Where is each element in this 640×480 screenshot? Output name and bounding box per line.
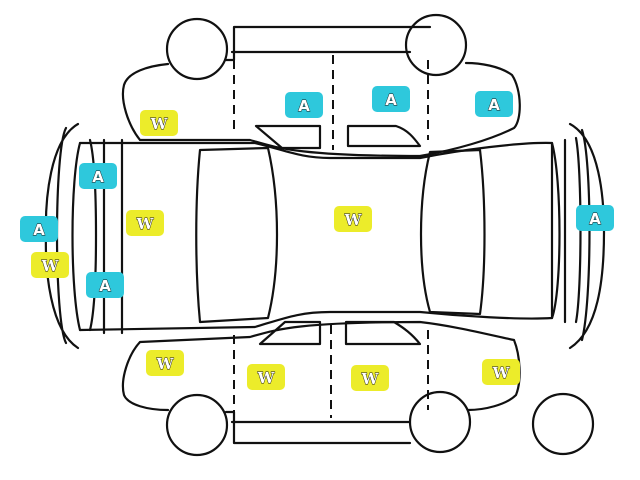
front-bumper-w-marker: W [31, 252, 69, 278]
marker-badge [140, 110, 178, 136]
marker-code: A [92, 168, 104, 186]
marker-code: W [150, 115, 169, 133]
marker-badge [146, 350, 184, 376]
front-bumper-a-marker: A [20, 216, 58, 242]
marker-badge [576, 205, 614, 231]
windshield [195, 146, 279, 324]
left-side-view [121, 13, 521, 158]
top-view [44, 122, 606, 350]
marker-code: W [361, 370, 380, 388]
marker-code: W [344, 211, 363, 229]
left-front-wheel [165, 17, 229, 81]
right-rear-wheel [408, 390, 472, 454]
marker-code: A [33, 221, 45, 239]
right-rear-window [344, 320, 422, 346]
marker-badge [475, 91, 513, 117]
hood-right-a-marker: A [86, 272, 124, 298]
marker-badge [86, 272, 124, 298]
left-rear-wheel [404, 13, 468, 77]
right-side-view [121, 320, 595, 457]
spare-wheel [531, 392, 595, 456]
marker-badge [351, 365, 389, 391]
rear-right-door-w-marker: W [351, 365, 389, 391]
rear-left-quarter-a-marker: A [475, 91, 513, 117]
rear-window [419, 148, 486, 316]
roof-w-marker: W [334, 206, 372, 232]
rear-bumper-a-marker: A [576, 205, 614, 231]
marker-code: W [41, 257, 60, 275]
rear-end [550, 136, 582, 324]
rear-bumper [568, 122, 606, 350]
marker-badge [247, 364, 285, 390]
marker-badge [126, 210, 164, 236]
right-front-wheel [165, 393, 229, 457]
marker-badge [372, 86, 410, 112]
front-right-door-w-marker: W [247, 364, 285, 390]
hood-w-marker: W [126, 210, 164, 236]
rear-left-door-a-marker: A [372, 86, 410, 112]
front-left-door-a-marker: A [285, 92, 323, 118]
left-body-outline [121, 25, 521, 158]
marker-code: W [136, 215, 155, 233]
marker-badge [285, 92, 323, 118]
marker-code: W [156, 355, 175, 373]
marker-code: W [492, 364, 511, 382]
marker-code: A [298, 97, 310, 115]
marker-code: A [99, 277, 111, 295]
marker-code: A [589, 210, 601, 228]
marker-code: A [385, 91, 397, 109]
left-rear-window [346, 124, 422, 148]
marker-badge [79, 163, 117, 189]
front-right-fender-w-marker: W [146, 350, 184, 376]
marker-code: A [488, 96, 500, 114]
front-end [71, 138, 124, 335]
marker-badge [334, 206, 372, 232]
right-body-outline [121, 320, 521, 445]
top-body-outline [78, 141, 554, 332]
marker-code: W [257, 369, 276, 387]
right-front-window [258, 320, 322, 346]
left-front-window [254, 124, 322, 150]
marker-badge [20, 216, 58, 242]
marker-badge [31, 252, 69, 278]
rear-right-quarter-w-marker: W [482, 359, 520, 385]
hood-left-a-marker: A [79, 163, 117, 189]
front-left-fender-w-marker: W [140, 110, 178, 136]
marker-badge [482, 359, 520, 385]
